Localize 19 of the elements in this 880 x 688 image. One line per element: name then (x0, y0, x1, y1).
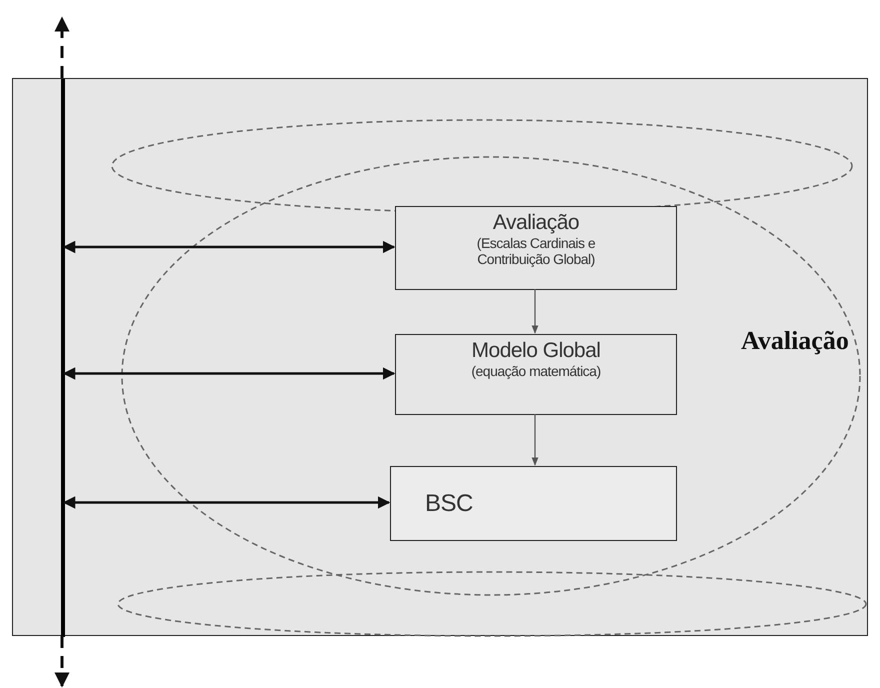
process-box (390, 466, 677, 541)
arrow (532, 414, 538, 466)
box-title: Avaliação (492, 211, 580, 235)
panel-background (12, 78, 868, 636)
dashed-ellipse (121, 156, 861, 596)
process-box (395, 206, 677, 290)
ellipse-label: Avaliação (741, 326, 849, 356)
box-subtitle: (Escalas Cardinais e Contribuição Global) (476, 235, 596, 267)
arrow (54, 636, 70, 688)
double-arrow (62, 496, 390, 509)
arrow (532, 289, 538, 334)
double-arrow (62, 240, 396, 254)
process-box (395, 334, 677, 415)
arrow (54, 16, 70, 78)
dashed-ellipse (117, 571, 867, 637)
box-title: Modelo Global (472, 339, 600, 363)
box-subtitle: (equação matemática) (471, 363, 601, 379)
double-arrow (62, 367, 396, 380)
box-title: BSC (425, 490, 473, 518)
